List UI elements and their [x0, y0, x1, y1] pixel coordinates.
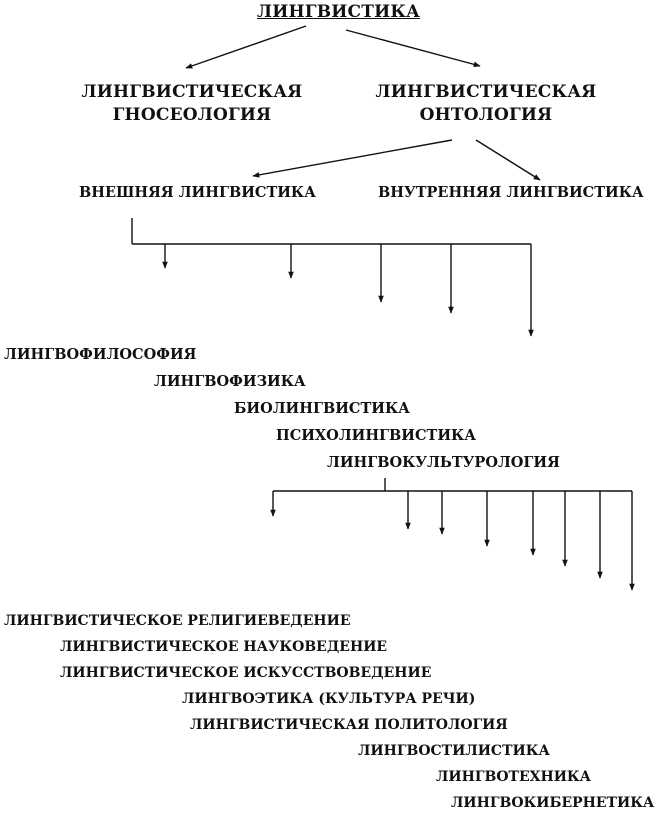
node-linguostylistics: ЛИНГВОСТИЛИСТИКА [358, 743, 550, 759]
node-psycholinguistics: ПСИХОЛИНГВИСТИКА [276, 427, 477, 444]
node-linguocybernetics: ЛИНГВОКИБЕРНЕТИКА [451, 795, 655, 811]
node-linguotechnics: ЛИНГВОТЕХНИКА [436, 769, 592, 785]
node-linguistic-ontology: ЛИНГВИСТИЧЕСКАЯ ОНТОЛОГИЯ [368, 84, 604, 124]
node-linguoculturology: ЛИНГВОКУЛЬТУРОЛОГИЯ [327, 454, 560, 471]
node-linguoethics: ЛИНГВОЭТИКА (КУЛЬТУРА РЕЧИ) [182, 691, 476, 707]
arrow-root-to-ontology [345, 29, 481, 68]
node-line: ЛИНГВИСТИЧЕСКАЯ [81, 82, 303, 102]
node-line: ЛИНГВИСТИЧЕСКАЯ [375, 82, 597, 102]
node-linguistic-art-studies: ЛИНГВИСТИЧЕСКОЕ ИСКУССТВОВЕДЕНИЕ [60, 665, 432, 681]
node-linguistics: ЛИНГВИСТИКА [257, 2, 421, 22]
node-linguistic-science-studies: ЛИНГВИСТИЧЕСКОЕ НАУКОВЕДЕНИЕ [60, 639, 388, 655]
node-internal-linguistics: ВНУТРЕННЯЯ ЛИНГВИСТИКА [378, 184, 644, 201]
node-biolinguistics: БИОЛИНГВИСТИКА [234, 400, 410, 417]
node-external-linguistics: ВНЕШНЯЯ ЛИНГВИСТИКА [79, 184, 316, 201]
arrow-ontology-to-internal [475, 139, 541, 181]
node-linguophysics: ЛИНГВОФИЗИКА [154, 373, 306, 390]
node-linguistic-political-science: ЛИНГВИСТИЧЕСКАЯ ПОЛИТОЛОГИЯ [190, 717, 508, 733]
node-line: ГНОСЕОЛОГИЯ [112, 105, 272, 125]
arrow-ontology-to-external [252, 139, 453, 178]
arrow-root-to-gnoseology [185, 25, 307, 69]
node-linguophilosophy: ЛИНГВОФИЛОСОФИЯ [4, 346, 197, 363]
node-linguistic-religion-studies: ЛИНГВИСТИЧЕСКОЕ РЕЛИГИЕВЕДЕНИЕ [4, 613, 351, 629]
node-line: ОНТОЛОГИЯ [419, 105, 553, 125]
node-linguistic-gnoseology: ЛИНГВИСТИЧЕСКАЯ ГНОСЕОЛОГИЯ [74, 84, 310, 124]
